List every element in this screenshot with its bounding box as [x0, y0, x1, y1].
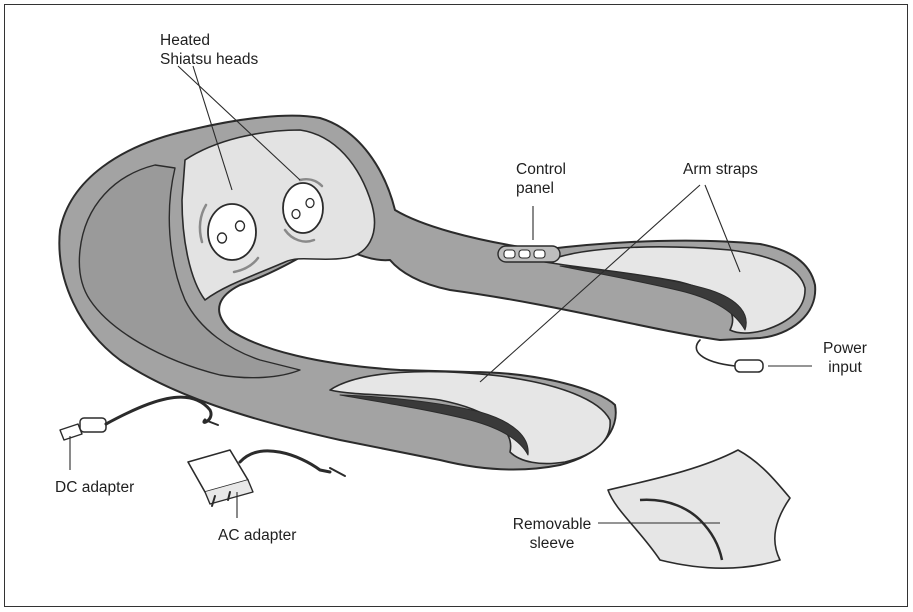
label-control-panel: Control panel [516, 160, 566, 198]
label-power-line2: input [814, 358, 876, 377]
label-power-line1: Power [814, 339, 876, 358]
label-control-line2: panel [516, 179, 566, 198]
label-dc-adapter: DC adapter [55, 478, 134, 497]
label-heated-shiatsu-heads: Heated Shiatsu heads [160, 31, 258, 69]
label-removable-sleeve: Removable sleeve [510, 515, 594, 553]
control-button-2 [519, 250, 530, 258]
power-plug [735, 360, 763, 372]
label-heated-line1: Heated [160, 31, 258, 50]
ac-adapter [188, 450, 345, 506]
massager-neck-panel [182, 130, 374, 300]
control-button-3 [534, 250, 545, 258]
label-control-line1: Control [516, 160, 566, 179]
power-cord [696, 340, 735, 366]
label-heated-line2: Shiatsu heads [160, 50, 258, 69]
label-arm-straps: Arm straps [683, 160, 758, 179]
label-sleeve-line2: sleeve [510, 534, 594, 553]
control-button-1 [504, 250, 515, 258]
label-ac-adapter: AC adapter [218, 526, 296, 545]
removable-sleeve [608, 450, 790, 568]
label-sleeve-line1: Removable [510, 515, 594, 534]
dc-adapter [60, 397, 218, 440]
label-power-input: Power input [814, 339, 876, 377]
